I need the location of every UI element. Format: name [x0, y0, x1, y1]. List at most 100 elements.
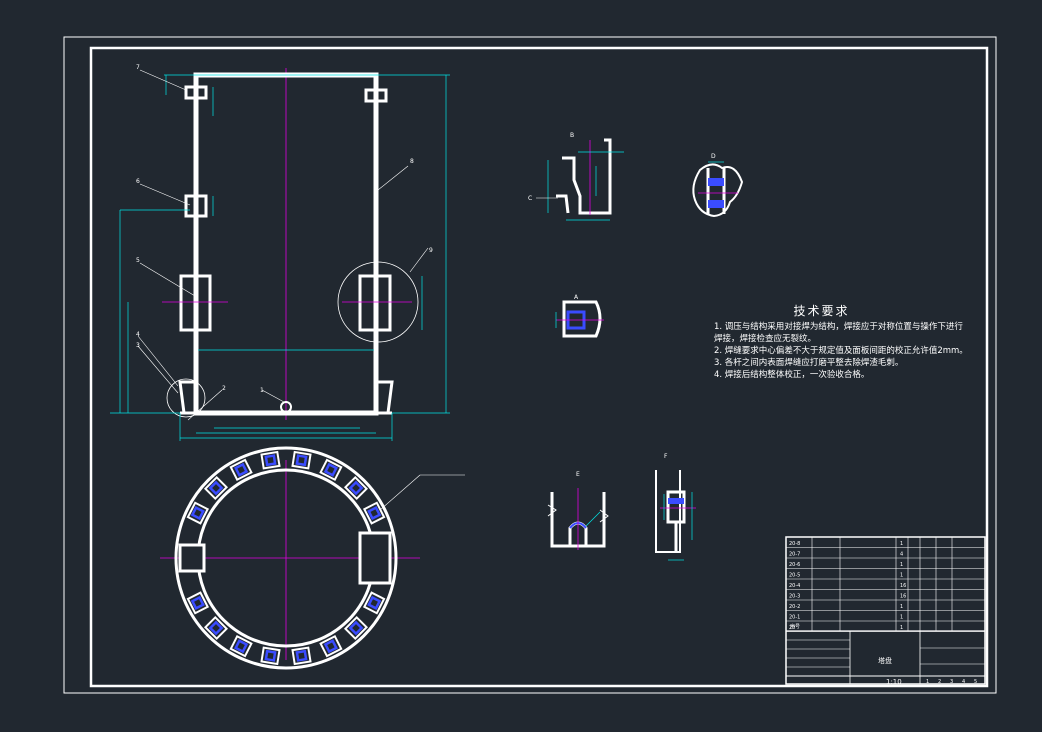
ring-segment-block — [260, 450, 281, 470]
part-number: 20-2 — [789, 604, 800, 610]
callout-3: 3 — [136, 342, 140, 349]
svg-text:5: 5 — [974, 679, 977, 685]
callout-9: 9 — [429, 247, 433, 254]
tech-note-4: 4. 焊接后结构整体校正，一次验收合格。 — [714, 370, 870, 380]
part-quantity: 16 — [900, 594, 906, 600]
part-quantity: 1 — [900, 541, 903, 547]
callout-leaders — [137, 69, 429, 421]
ring-segment-block — [362, 591, 386, 615]
ring-segment-block — [203, 615, 229, 641]
right-side-plate — [358, 274, 392, 332]
detail-circle-left — [166, 378, 206, 418]
svg-text:4: 4 — [962, 679, 965, 685]
detail-b-weld-bottom — [708, 200, 724, 208]
callout-7: 7 — [136, 64, 140, 71]
part-quantity: 1 — [900, 604, 903, 610]
ring-right-plate — [358, 531, 392, 585]
tech-note-2: 2. 焊缝要求中心偏差不大于规定值及面板间距的校正允许值2mm。 — [714, 346, 968, 356]
callout-2: 2 — [222, 385, 226, 392]
part-number: 20-8 — [789, 541, 800, 547]
part-number: 20-6 — [789, 562, 800, 568]
part-quantity: 1 — [900, 625, 903, 631]
ring-segment-block — [229, 634, 253, 658]
detail-c-outline — [562, 300, 602, 338]
detail-a-foot — [556, 194, 570, 214]
mid-left-block — [184, 194, 208, 218]
ring-segment-block — [229, 458, 253, 482]
drawing-scale: 1:10 — [886, 678, 902, 686]
part-quantity: 4 — [900, 552, 903, 558]
top-left-bracket — [184, 85, 208, 100]
part-quantity: 1 — [900, 562, 903, 568]
section-label-b: B — [570, 132, 574, 139]
ring-segment-block — [203, 475, 229, 501]
section-label-d: D — [711, 153, 716, 160]
outer-sheet-border — [63, 36, 997, 694]
bottom-center-bolt — [280, 401, 292, 413]
detail-view-c: A — [555, 294, 604, 338]
tech-note-3: 3. 各杆之间内表面焊缝应打磨平整去除焊渣毛刺。 — [714, 358, 904, 368]
detail-f-plate — [666, 490, 686, 524]
callout-4: 4 — [136, 331, 140, 338]
callout-1: 1 — [260, 387, 264, 394]
detail-view-e: E — [547, 471, 609, 550]
parts-header: 序号 — [790, 623, 800, 630]
left-side-plate — [179, 274, 212, 332]
ring-outer-edge — [174, 446, 398, 670]
part-number: 20-4 — [789, 583, 800, 589]
detail-view-f: F — [655, 453, 696, 561]
inner-frame-border — [89, 46, 989, 688]
detail-circle-right — [337, 261, 419, 343]
section-label-e: E — [576, 471, 580, 478]
svg-text:2: 2 — [938, 679, 941, 685]
ring-left-plate — [178, 543, 206, 573]
ring-segment-block — [291, 450, 312, 470]
ring-leader — [379, 474, 421, 511]
title-block: 塔盘 1:10 1 2 3 4 5 序号 — [785, 536, 986, 686]
callout-8: 8 — [410, 158, 414, 165]
detail-view-a: C B — [528, 132, 624, 221]
callout-6: 6 — [136, 178, 140, 185]
right-foot — [374, 380, 394, 415]
part-number: 20-5 — [789, 573, 800, 579]
part-number: 20-7 — [789, 552, 800, 558]
main-elevation-view: 7 6 5 4 3 2 1 8 9 — [110, 64, 450, 441]
detail-f-break-outline — [655, 470, 681, 553]
detail-view-b: D — [692, 153, 744, 218]
main-dimensions — [110, 74, 450, 441]
callout-5: 5 — [136, 257, 140, 264]
ring-segment-block — [186, 501, 210, 525]
sheet-number-boxes: 1 2 3 4 5 — [926, 679, 977, 685]
parts-list-grid — [786, 537, 985, 632]
part-number: 20-3 — [789, 594, 800, 600]
part-quantity: 1 — [900, 573, 903, 579]
svg-text:1: 1 — [926, 679, 929, 685]
ring-segment-block — [291, 646, 312, 666]
ring-segment-block — [186, 591, 210, 615]
tech-note-1: 1. 调压与结构采用对接焊为结构，焊接应于对称位置与操作下进行焊接，焊接检查应无… — [714, 322, 963, 344]
top-right-bracket — [364, 88, 388, 103]
ring-segment-block — [260, 646, 281, 666]
part-quantity: 1 — [900, 615, 903, 621]
section-label-c: C — [528, 195, 532, 202]
detail-a-profile — [562, 138, 612, 215]
ring-segment-block — [319, 458, 343, 482]
drawing-title: 塔盘 — [878, 656, 892, 665]
technical-requirements: 技术要求 1. 调压与结构采用对接焊为结构，焊接应于对称位置与操作下进行焊接，焊… — [714, 305, 969, 381]
part-quantity: 16 — [900, 583, 906, 589]
section-label-f: F — [664, 453, 668, 460]
ring-segment-block — [343, 615, 369, 641]
part-number: 20 — [789, 625, 795, 631]
ring-segment-block — [319, 634, 343, 658]
detail-a-dimensions — [547, 151, 624, 221]
callout-numbers: 7 6 5 4 3 2 1 8 9 — [136, 64, 433, 394]
svg-text:3: 3 — [950, 679, 953, 685]
plan-view-ring — [160, 446, 465, 670]
detail-b-break-outline — [692, 163, 744, 218]
technical-requirements-title: 技术要求 — [793, 304, 850, 318]
part-number: 20-1 — [789, 615, 800, 621]
detail-b-weld-top — [708, 178, 724, 186]
ring-segment-block — [362, 501, 386, 525]
ring-segment-block — [343, 475, 369, 501]
